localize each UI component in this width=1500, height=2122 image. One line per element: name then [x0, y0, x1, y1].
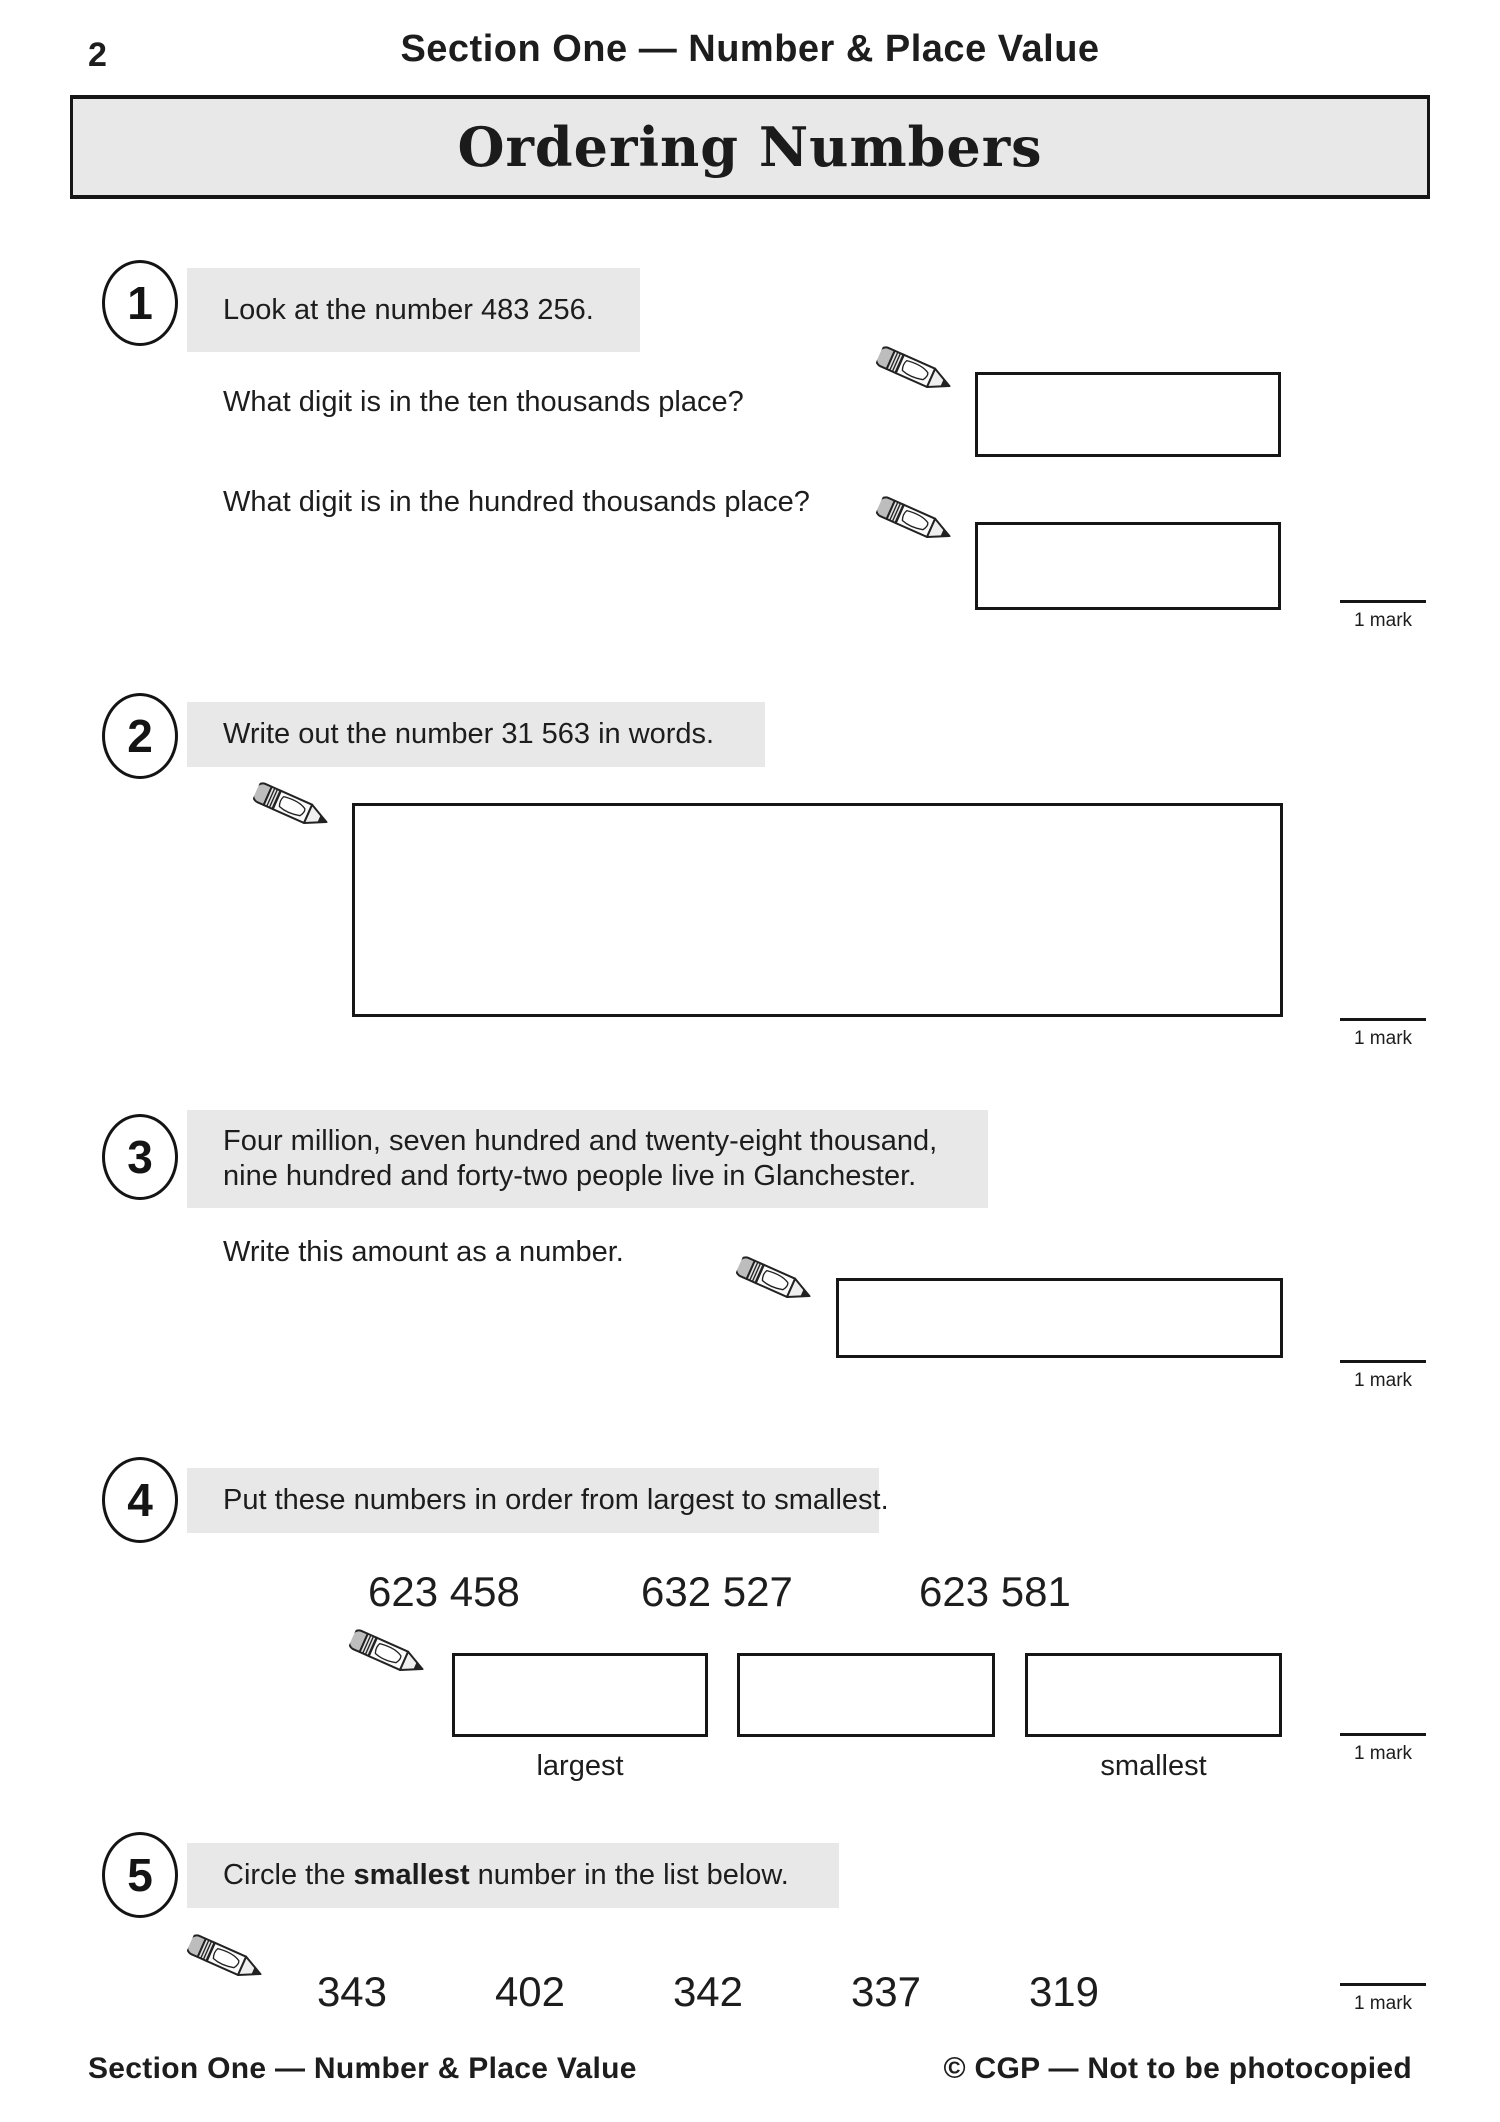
question-3-number-circle: 3 [102, 1114, 178, 1200]
question-3-number: 3 [127, 1131, 153, 1183]
question-4-prompt-box: Put these numbers in order from largest … [187, 1468, 889, 1533]
question-1-subquestion-2: What digit is in the hundred thousands p… [223, 486, 810, 518]
question-1-prompt: Look at the number 483 256. [223, 293, 594, 326]
question-5-prompt: Circle the smallest number in the list b… [223, 1859, 789, 1891]
question-4-number-circle: 4 [102, 1457, 178, 1543]
question-5-number: 5 [127, 1849, 153, 1901]
question-3-subquestion: Write this amount as a number. [223, 1236, 624, 1268]
question-2-prompt: Write out the number 31 563 in words. [223, 718, 715, 750]
q5-list-number-3[interactable]: 342 [672, 1968, 744, 2015]
q4-given-number-2: 632 527 [641, 1568, 793, 1615]
q4-label-smallest: smallest [1100, 1750, 1207, 1782]
q5-list-number-4[interactable]: 337 [850, 1968, 922, 2015]
q5-list-number-2[interactable]: 402 [494, 1968, 566, 2015]
answer-box-q3-number[interactable] [836, 1278, 1283, 1358]
question-4-mark: 1 mark [1340, 1733, 1426, 1765]
question-2-number-circle: 2 [102, 693, 178, 779]
question-2-mark: 1 mark [1340, 1018, 1426, 1050]
question-1-number: 1 [127, 277, 153, 329]
answer-box-q4-smallest[interactable] [1025, 1653, 1282, 1737]
question-1-number-circle: 1 [102, 260, 178, 346]
question-4-prompt: Put these numbers in order from largest … [223, 1484, 889, 1516]
q4-given-number-3: 623 581 [919, 1568, 1071, 1615]
mark-line [1340, 1733, 1426, 1736]
pencil-icon [182, 1930, 269, 1988]
question-3-prompt-line-1: Four million, seven hundred and twenty-e… [223, 1125, 938, 1157]
q4-given-number-1: 623 458 [368, 1568, 520, 1615]
answer-box-q4-middle[interactable] [737, 1653, 995, 1737]
mark-label: 1 mark [1353, 610, 1413, 631]
pencil-icon [731, 1252, 818, 1310]
q5-list-number-1[interactable]: 343 [316, 1968, 388, 2015]
pencil-icon [248, 778, 335, 836]
question-1-mark: 1 mark [1340, 600, 1426, 632]
question-3-prompt-box: Four million, seven hundred and twenty-e… [187, 1110, 988, 1208]
answer-box-q1-hundred-thousands[interactable] [975, 522, 1281, 610]
question-3-prompt-line-2: nine hundred and forty-two people live i… [223, 1160, 917, 1192]
q4-label-largest: largest [536, 1750, 624, 1782]
answer-box-q4-largest[interactable] [452, 1653, 708, 1737]
footer-copyright: © CGP — Not to be photocopied [943, 2052, 1412, 2085]
q5-prompt-bold-word: smallest [353, 1859, 470, 1891]
question-5-number-circle: 5 [102, 1832, 178, 1918]
mark-line [1340, 1360, 1426, 1363]
mark-line [1340, 1983, 1426, 1986]
question-1-prompt-box: Look at the number 483 256. [187, 268, 640, 352]
mark-label: 1 mark [1353, 1370, 1413, 1391]
footer-section-title: Section One — Number & Place Value [88, 2052, 637, 2085]
question-1-subquestion-1: What digit is in the ten thousands place… [223, 386, 744, 418]
pencil-icon [344, 1625, 431, 1683]
section-header: Section One — Number & Place Value [400, 28, 1100, 70]
mark-line [1340, 1018, 1426, 1021]
worksheet-title: Ordering Numbers [457, 115, 1043, 179]
worksheet-title-box: Ordering Numbers [70, 95, 1430, 199]
mark-line [1340, 600, 1426, 603]
question-2-prompt-box: Write out the number 31 563 in words. [187, 702, 765, 767]
question-2-number: 2 [127, 710, 153, 762]
answer-box-q2-words[interactable] [352, 803, 1283, 1017]
mark-label: 1 mark [1353, 1028, 1413, 1049]
question-5-prompt-box: Circle the smallest number in the list b… [187, 1843, 839, 1908]
pencil-icon [871, 492, 958, 550]
pencil-icon [871, 342, 958, 400]
question-4-number: 4 [127, 1474, 153, 1526]
mark-label: 1 mark [1353, 1743, 1413, 1764]
question-3-mark: 1 mark [1340, 1360, 1426, 1392]
answer-box-q1-ten-thousands[interactable] [975, 372, 1281, 457]
question-5-mark: 1 mark [1340, 1983, 1426, 2015]
q5-list-number-5[interactable]: 319 [1028, 1968, 1100, 2015]
page-number: 2 [88, 36, 107, 74]
mark-label: 1 mark [1353, 1993, 1413, 2014]
